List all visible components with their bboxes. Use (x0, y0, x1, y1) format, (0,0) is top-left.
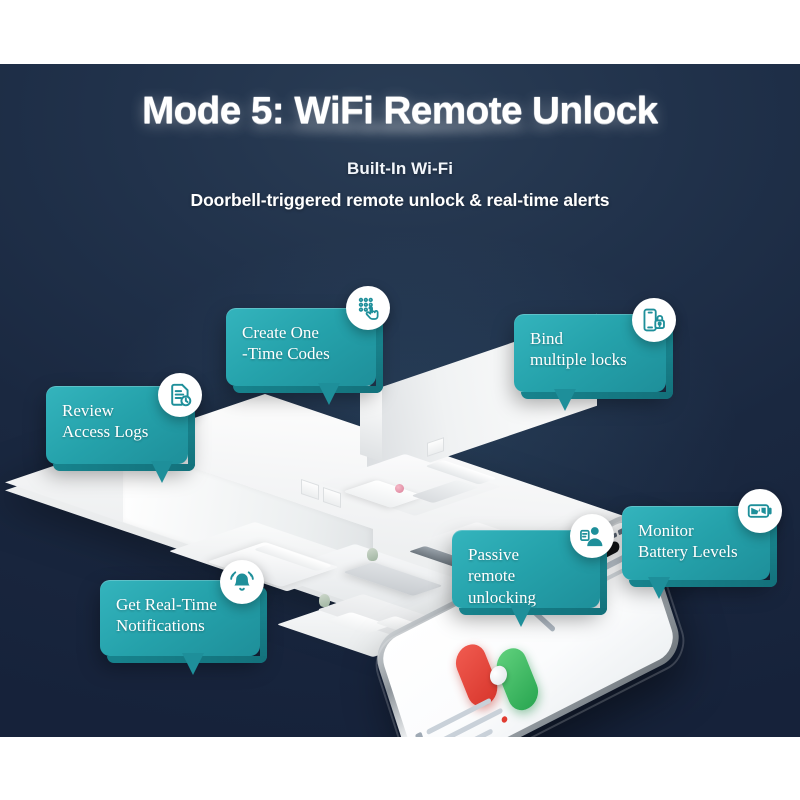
callout-label: Create One -Time Codes (242, 323, 330, 364)
bubble-bottom-shadow (53, 464, 195, 471)
alert-dot (500, 715, 509, 724)
bubble-side-shadow (260, 587, 267, 663)
isometric-floorplan (5, 294, 695, 694)
callout-label: Review Access Logs (62, 401, 149, 442)
callout-label: Passive remote unlocking (468, 545, 536, 607)
subtitle-primary: Built-In Wi-Fi (346, 159, 454, 178)
bubble-side-shadow (600, 537, 607, 615)
bubble-tail (510, 605, 532, 627)
bubble-tail (554, 389, 576, 411)
document-clock-icon (158, 373, 202, 417)
bubble-side-shadow (376, 315, 383, 393)
bubble-side-shadow (666, 321, 673, 399)
bubble-tail (151, 461, 173, 483)
battery-warning-icon (738, 489, 782, 533)
poster-stage: Review Access Logs Create One -Time Code… (0, 64, 800, 737)
decor-plant-b (319, 594, 330, 607)
poster-title-wrap: Mode 5: WiFi Remote Unlock (0, 90, 800, 142)
decor-flowers (395, 484, 404, 493)
subtitle-secondary: Doorbell-triggered remote unlock & real-… (190, 190, 610, 210)
callout-create-one-time-codes[interactable]: Create One -Time Codes (226, 286, 390, 405)
keypad-tap-icon (346, 286, 390, 330)
callout-label: Monitor Battery Levels (638, 521, 738, 562)
bubble-tail (318, 383, 340, 405)
bubble-bottom-shadow (521, 392, 673, 399)
bubble-bottom-shadow (459, 608, 607, 615)
callout-passive-remote-unlocking[interactable]: Passive remote unlocking (452, 514, 614, 627)
callout-label: Bind multiple locks (530, 329, 627, 370)
callout-label: Get Real-Time Notifications (116, 595, 217, 636)
callout-monitor-battery-levels[interactable]: Monitor Battery Levels (622, 489, 782, 599)
phone-lock-icon (632, 298, 676, 342)
bubble-bottom-shadow (233, 386, 383, 393)
decor-plant-a (367, 548, 378, 561)
page-title: Mode 5: WiFi Remote Unlock (142, 90, 658, 132)
callout-bind-multiple-locks[interactable]: Bind multiple locks (514, 298, 676, 411)
callout-get-real-time-notifications[interactable]: Get Real-Time Notifications (100, 560, 267, 675)
visitor-person-icon (570, 514, 614, 558)
bubble-bottom-shadow (629, 580, 777, 587)
wall-corner-cap (360, 382, 382, 462)
ringing-bell-icon (220, 560, 264, 604)
bubble-tail (648, 577, 670, 599)
bubble-side-shadow (770, 513, 777, 587)
bubble-tail (182, 653, 204, 675)
bubble-side-shadow (188, 393, 195, 471)
callout-review-access-logs[interactable]: Review Access Logs (46, 373, 202, 483)
log-entry-icon (414, 731, 424, 737)
